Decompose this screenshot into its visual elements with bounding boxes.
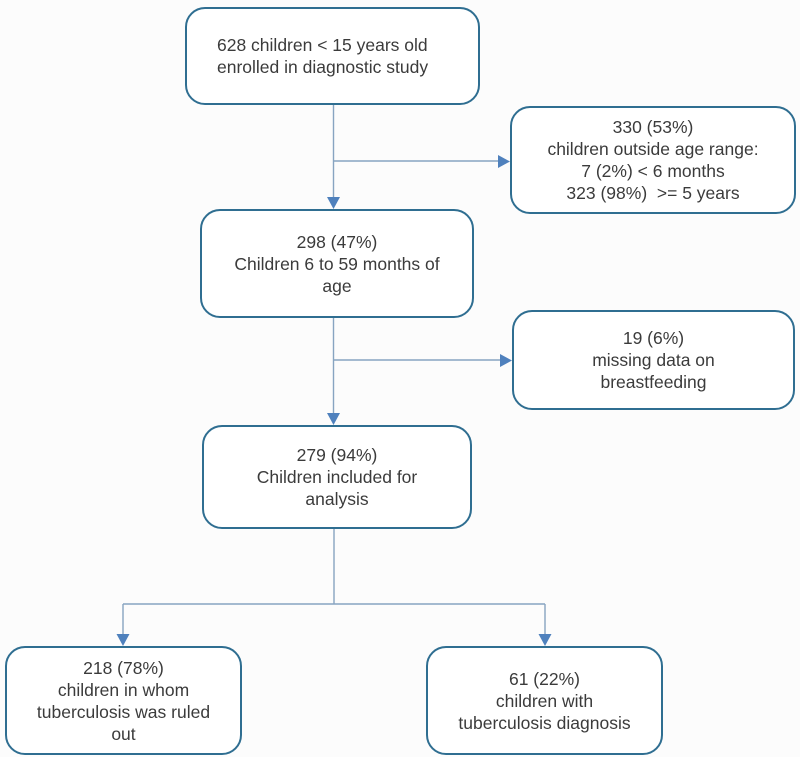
node-text-line: 61 (22%)	[508, 668, 580, 689]
edge-included-to-tb-diagnosis-arrowhead	[538, 634, 552, 646]
edge-age-range-to-included-arrowhead	[327, 413, 340, 425]
node-text-line: Children 6 to 59 months of	[234, 253, 440, 274]
edge-enrolled-to-outside-age-arrowhead	[498, 155, 510, 168]
node-text-line: 298 (47%)	[296, 231, 378, 252]
node-text-line: 628 children < 15 years old	[217, 35, 428, 55]
node-text-line: missing data on	[592, 350, 715, 370]
node-text-line: 279 (94%)	[296, 445, 378, 465]
node-tb-ruled-out: 218 (78%) children in whom tuberculosis …	[5, 646, 242, 755]
node-outside-age-range: 330 (53%) children outside age range: 7 …	[510, 106, 796, 214]
node-text-line: analysis	[305, 489, 369, 509]
node-text-line: children with	[495, 690, 594, 711]
node-text-line: 323 (98%) >= 5 years	[566, 183, 740, 203]
edge-age-range-to-missing-arrowhead	[500, 354, 512, 367]
node-text-line: breastfeeding	[600, 372, 707, 392]
node-text-line: tuberculosis was ruled	[36, 701, 211, 722]
node-text-line: children in whom	[57, 679, 190, 700]
edge-included-to-ruled-out-arrowhead	[116, 634, 130, 646]
node-text-line: out	[111, 723, 136, 744]
node-text-line: enrolled in diagnostic study	[217, 57, 429, 77]
node-text-line: 330 (53%)	[612, 117, 694, 137]
node-text-line: children outside age range:	[547, 139, 759, 159]
node-text-line: 218 (78%)	[83, 657, 164, 678]
node-included-for-analysis: 279 (94%) Children included for analysis	[202, 425, 472, 529]
node-tb-diagnosis: 61 (22%) children with tuberculosis diag…	[426, 646, 663, 755]
node-age-6-59-months: 298 (47%) Children 6 to 59 months of age	[200, 209, 474, 318]
node-text-line: 7 (2%) < 6 months	[581, 161, 725, 181]
node-enrolled: 628 children < 15 years old enrolled in …	[185, 7, 480, 105]
edge-enrolled-to-age-range-arrowhead	[327, 197, 340, 209]
node-missing-breastfeeding-data: 19 (6%) missing data on breastfeeding	[512, 310, 795, 410]
node-text-line: age	[322, 275, 352, 296]
node-text-line: tuberculosis diagnosis	[458, 712, 631, 733]
node-text-line: 19 (6%)	[622, 328, 685, 348]
node-text-line: Children included for	[256, 467, 418, 487]
